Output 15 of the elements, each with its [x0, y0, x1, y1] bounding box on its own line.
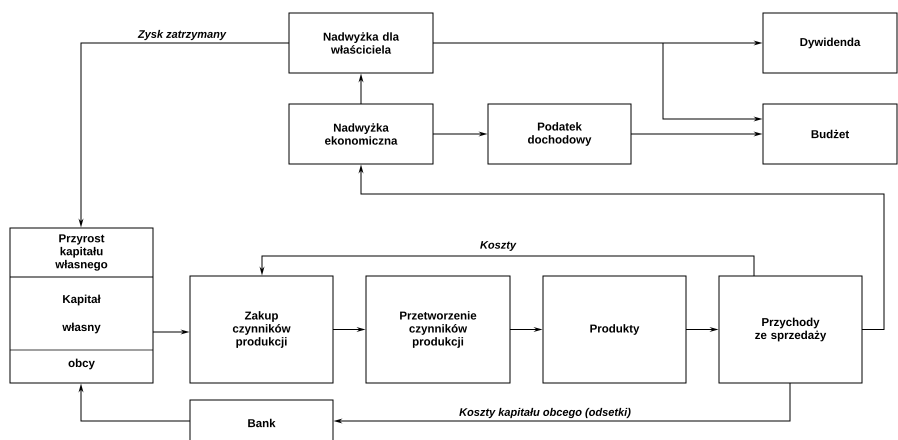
- process-box: Dywidenda: [762, 12, 898, 74]
- process-box: Budżet: [762, 104, 898, 164]
- edge-label: Koszty: [478, 240, 518, 252]
- process-box: Produkty: [542, 276, 686, 384]
- process-box: Przetworzenie czynników produkcji: [366, 276, 510, 384]
- capital-box: Kapitał własny obcy: [10, 276, 154, 384]
- process-box: Nadwyżka dla właściciela: [288, 12, 434, 74]
- process-box: Podatek dochodowy: [488, 104, 632, 164]
- process-box: Zakup czynników produkcji: [190, 276, 334, 384]
- edge-label: Koszty kapitału obcego (odsetki): [458, 406, 632, 420]
- edge-label: Zysk zatrzymany: [136, 28, 228, 42]
- process-box: Przychody ze sprzedaży: [718, 276, 862, 384]
- process-box: Bank: [190, 400, 334, 440]
- process-box: Nadwyżka ekonomiczna: [288, 104, 434, 164]
- process-box: Przyrost kapitału własnego: [10, 228, 154, 278]
